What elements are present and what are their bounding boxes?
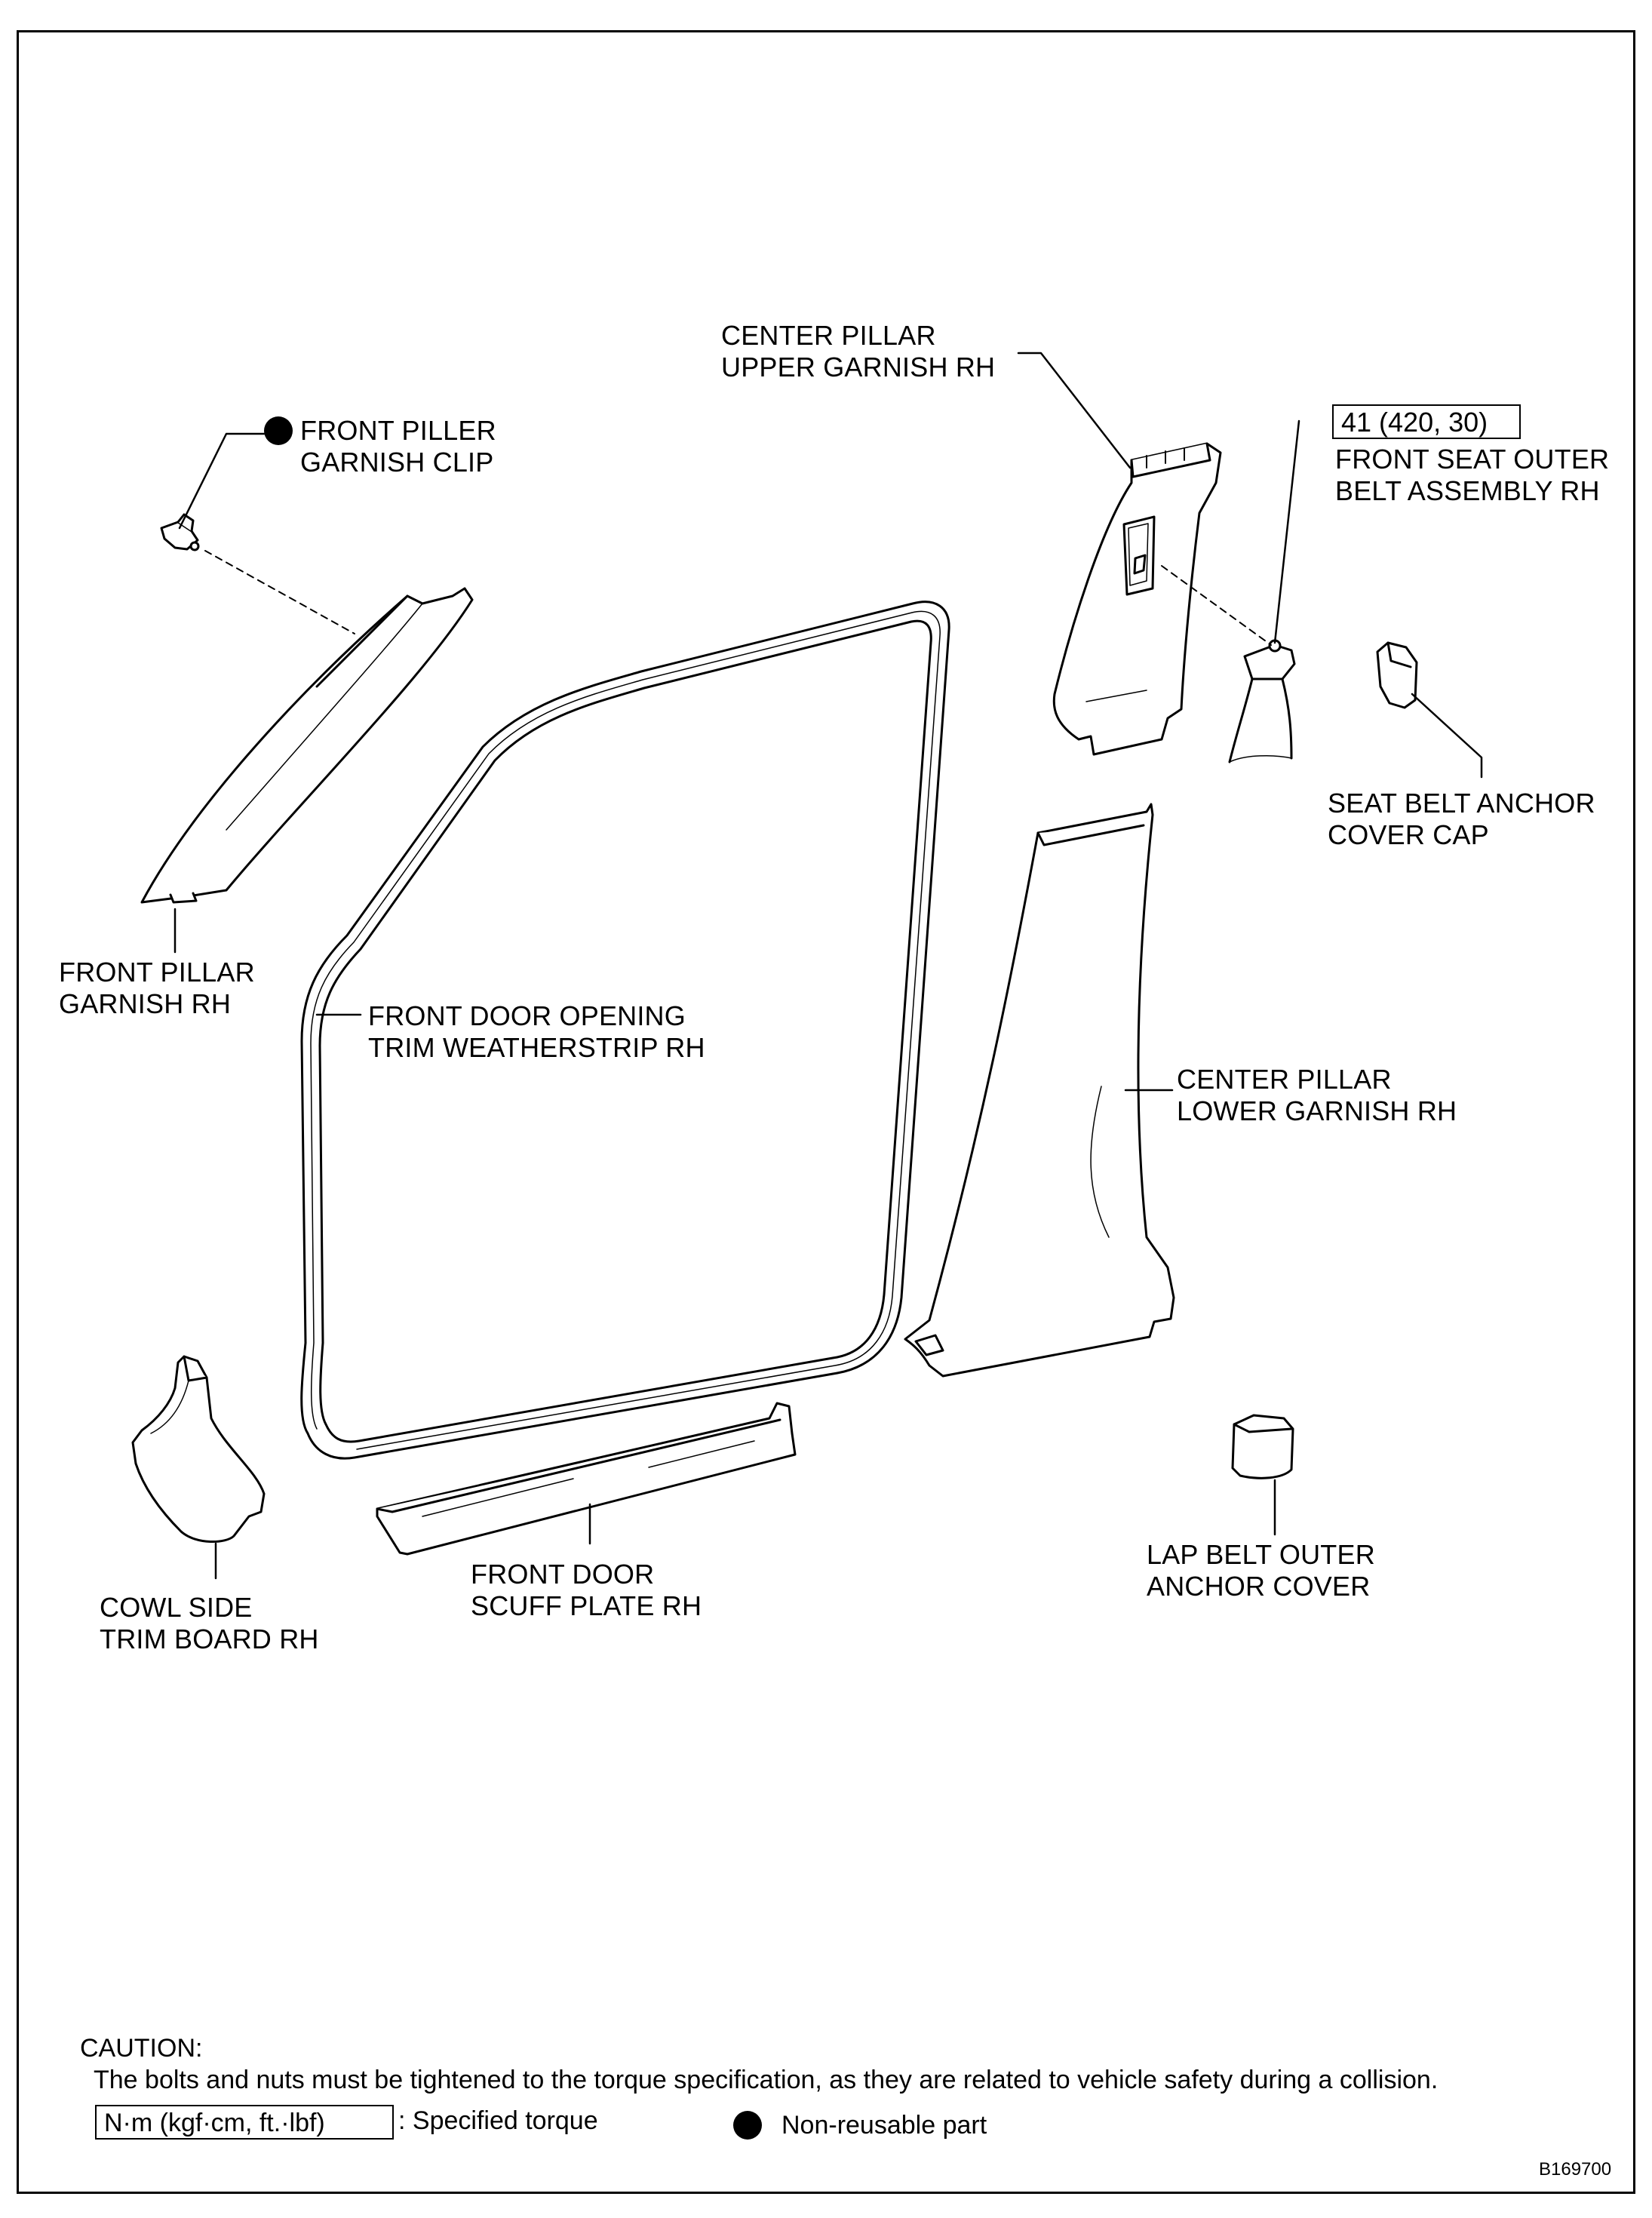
leader-lines	[173, 352, 1483, 1580]
assembly-dashed-lines	[204, 550, 1272, 646]
label-front-door-scuff-plate: FRONT DOOR SCUFF PLATE RH	[471, 1559, 702, 1621]
figure-code: B169700	[1539, 2159, 1612, 2180]
torque-unit-box: N·m (kgf·cm, ft.·lbf)	[95, 2105, 394, 2140]
garnish-clip-drawing	[160, 513, 200, 551]
label-front-pillar-garnish: FRONT PILLAR GARNISH RH	[59, 957, 255, 1019]
label-center-pillar-upper-garnish: CENTER PILLAR UPPER GARNISH RH	[721, 320, 996, 382]
anchor-cover-cap-drawing	[1376, 641, 1418, 709]
lap-belt-cover-drawing	[1231, 1414, 1294, 1479]
non-reusable-marker-dot	[264, 416, 293, 445]
label-center-pillar-lower-garnish: CENTER PILLAR LOWER GARNISH RH	[1177, 1064, 1457, 1126]
label-seat-belt-anchor-cover-cap: SEAT BELT ANCHOR COVER CAP	[1328, 788, 1595, 850]
label-lap-belt-outer-anchor-cover: LAP BELT OUTER ANCHOR COVER	[1147, 1539, 1375, 1602]
legend-non-reusable-dot	[733, 2111, 762, 2140]
torque-value-box: 41 (420, 30)	[1332, 404, 1521, 439]
label-front-seat-outer-belt: FRONT SEAT OUTER BELT ASSEMBLY RH	[1335, 444, 1610, 506]
scuff-plate-drawing	[376, 1402, 797, 1556]
front-pillar-garnish-drawing	[140, 587, 474, 904]
caution-text: The bolts and nuts must be tightened to …	[94, 2066, 1439, 2094]
diagram-frame	[17, 30, 1635, 2194]
label-front-pillar-garnish-clip: FRONT PILLER GARNISH CLIP	[300, 415, 496, 478]
center-pillar-upper-garnish-drawing	[1052, 442, 1222, 756]
cowl-side-trim-drawing	[131, 1355, 266, 1543]
center-pillar-lower-garnish-drawing	[904, 803, 1175, 1378]
label-door-opening-weatherstrip: FRONT DOOR OPENING TRIM WEATHERSTRIP RH	[368, 1000, 705, 1063]
label-cowl-side-trim-board: COWL SIDE TRIM BOARD RH	[100, 1592, 319, 1654]
legend-non-reusable-text: Non-reusable part	[781, 2111, 987, 2140]
caution-title: CAUTION:	[80, 2034, 203, 2063]
seat-belt-assembly-drawing	[1228, 639, 1296, 763]
legend-specified-torque: : Specified torque	[398, 2106, 598, 2135]
weatherstrip-drawing	[300, 601, 950, 1460]
